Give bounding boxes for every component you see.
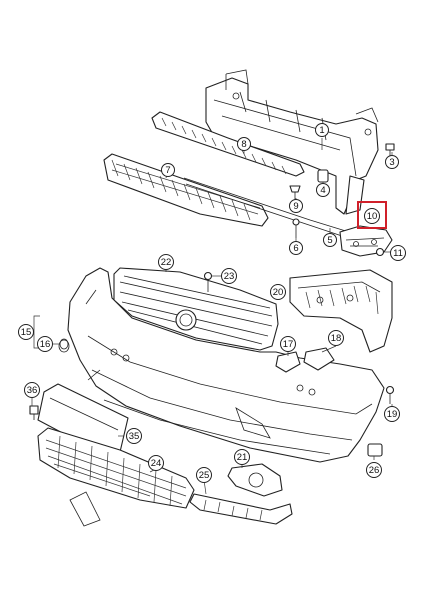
- callout-circle: [18, 324, 34, 340]
- bumper-carrier: [205, 69, 379, 215]
- callout-circle: [316, 183, 330, 197]
- lower-trim-strip: [189, 493, 293, 525]
- callout-16: 16: [37, 336, 53, 352]
- callout-number: 20: [273, 287, 284, 298]
- bumper-cover: [58, 267, 385, 463]
- clip-26: [367, 443, 383, 457]
- callout-circle: [364, 208, 380, 224]
- callout-9: 9: [289, 199, 303, 213]
- callout-number: 26: [369, 465, 380, 476]
- callout-circle: [366, 462, 382, 478]
- callout-circle: [126, 428, 142, 444]
- callout-number: 9: [293, 201, 298, 212]
- callout-number: 25: [199, 470, 210, 481]
- screw-6: [292, 218, 300, 238]
- callout-circle: [323, 233, 337, 247]
- callout-circle: [280, 336, 296, 352]
- nut-11: [375, 247, 385, 257]
- callout-number: 4: [320, 185, 325, 196]
- callout-circle: [289, 199, 303, 213]
- screw-23: [203, 271, 213, 292]
- callout-number: 15: [21, 327, 32, 338]
- callout-circle: [37, 336, 53, 352]
- callout-number: 6: [293, 243, 298, 254]
- callout-26: 26: [366, 462, 382, 478]
- callout-35: 35: [126, 428, 142, 444]
- callout-number: 35: [129, 431, 140, 442]
- callout-number: 16: [40, 339, 51, 350]
- callout-number: 10: [367, 211, 378, 222]
- callout-11: 11: [390, 245, 406, 261]
- callout-25: 25: [196, 467, 212, 483]
- callout-number: 11: [393, 248, 403, 259]
- callout-labels: 1 3 4 5 6 7 8 9 10 11 15 16 17 18 19 20 21 22 23 24 25 26 35 36: [18, 123, 406, 483]
- callout-22: 22: [158, 254, 174, 270]
- callout-circle: [24, 382, 40, 398]
- callout-circle: [385, 155, 399, 169]
- lower-strip: [183, 177, 363, 243]
- upper-grille: [113, 267, 279, 351]
- bolt-3: [385, 143, 395, 160]
- callout-24: 24: [148, 455, 164, 471]
- bolt-36: [29, 405, 39, 420]
- callout-36: 36: [24, 382, 40, 398]
- callout-8: 8: [237, 137, 251, 151]
- callout-circle: [234, 449, 250, 465]
- clip-4: [317, 169, 329, 183]
- callout-18: 18: [328, 330, 344, 346]
- callout-circle: [328, 330, 344, 346]
- callout-number: 22: [161, 257, 172, 268]
- callout-number: 21: [237, 452, 248, 463]
- callout-number: 23: [224, 271, 235, 282]
- callout-number: 3: [389, 157, 394, 168]
- cover-17: [275, 351, 301, 373]
- callout-circle: [384, 406, 400, 422]
- callout-3: 3: [385, 155, 399, 169]
- callout-15: 15: [18, 324, 34, 340]
- energy-absorber: [103, 153, 269, 227]
- callout-number: 24: [151, 458, 162, 469]
- fog-light: [227, 463, 283, 497]
- callout-number: 19: [387, 409, 398, 420]
- highlight-box: [357, 201, 387, 229]
- mounting-bracket-10: [339, 225, 393, 257]
- callout-number: 8: [241, 139, 246, 150]
- screw-9: [289, 185, 301, 200]
- callout-1: 1: [315, 123, 329, 137]
- callout-20: 20: [270, 284, 286, 300]
- callout-number: 1: [319, 125, 324, 136]
- callout-circle: [158, 254, 174, 270]
- callout-circle: [196, 467, 212, 483]
- callout-10: 10: [364, 208, 380, 224]
- callout-circle: [270, 284, 286, 300]
- callout-number: 18: [331, 333, 342, 344]
- callout-number: 5: [327, 235, 332, 246]
- screw-16: [59, 338, 69, 350]
- callout-circle: [148, 455, 164, 471]
- callout-number: 36: [27, 385, 38, 396]
- callout-17: 17: [280, 336, 296, 352]
- lower-grille: [37, 427, 195, 527]
- leader-lines: [31, 138, 393, 495]
- callout-5: 5: [323, 233, 337, 247]
- callout-19: 19: [384, 406, 400, 422]
- callout-23: 23: [221, 268, 237, 284]
- callout-circle: [161, 163, 175, 177]
- callout-circle: [315, 123, 329, 137]
- screw-19: [385, 385, 395, 404]
- callout-circle: [221, 268, 237, 284]
- callout-circle: [289, 241, 303, 255]
- callout-7: 7: [161, 163, 175, 177]
- callout-number: 7: [165, 165, 170, 176]
- callout-21: 21: [234, 449, 250, 465]
- callout-circle: [390, 245, 406, 261]
- cover-18: [303, 347, 335, 371]
- callout-6: 6: [289, 241, 303, 255]
- callout-4: 4: [316, 183, 330, 197]
- callout-number: 17: [283, 339, 294, 350]
- callout-circle: [237, 137, 251, 151]
- side-guide-bracket: [289, 269, 393, 353]
